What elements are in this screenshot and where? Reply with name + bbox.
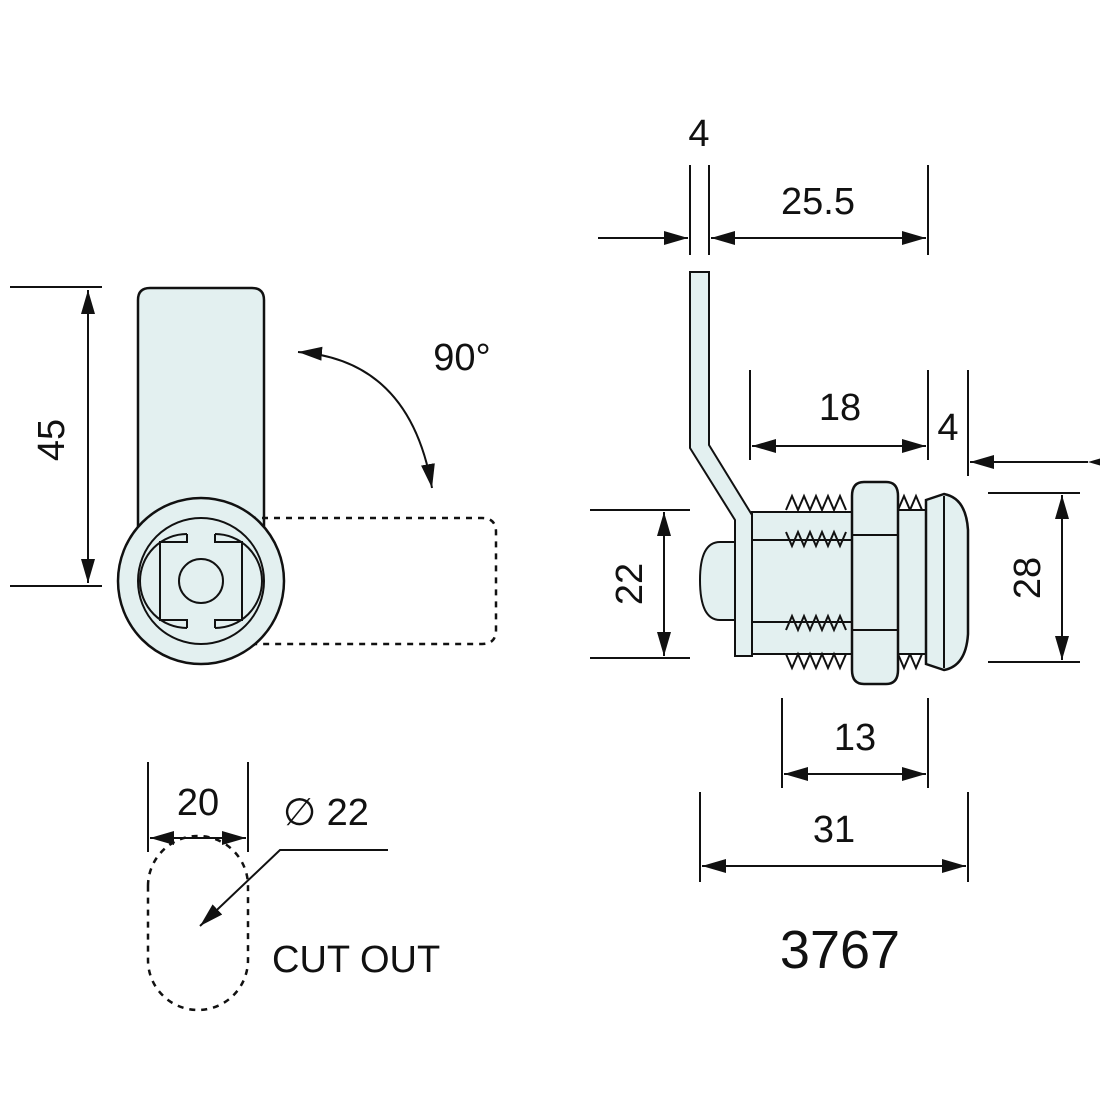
thread-bottom [785, 651, 847, 671]
cutout-view: 20 ∅ 22 CUT OUT [146, 762, 440, 1012]
cam-blade [689, 271, 753, 657]
dim-face-diameter: 28 [1007, 557, 1049, 599]
model-number: 3767 [780, 920, 900, 980]
cam-arm [136, 286, 266, 562]
dim-cam-thickness: 4 [688, 113, 709, 155]
cutout-label: CUT OUT [272, 939, 440, 981]
thread-top [785, 493, 847, 513]
thread-right-body [895, 509, 927, 655]
lock-face-outer [116, 496, 286, 666]
side-view: 4 25.5 18 4 22 28 13 31 3767 [590, 113, 1088, 980]
front-view: 45 90° [10, 286, 498, 666]
dim-overall-length: 31 [813, 809, 855, 851]
keyway-outer-arc [139, 533, 263, 629]
dim-nut-to-face: 13 [834, 717, 876, 759]
dim-body-diameter: 22 [609, 563, 651, 605]
keyway [159, 534, 243, 628]
cutout-leader [199, 849, 388, 927]
lock-face-ring [137, 517, 265, 645]
cutout-shape [146, 834, 250, 1012]
hex-nut [850, 480, 900, 686]
plug-end [698, 541, 736, 621]
cutout-diameter-label: ∅ 22 [283, 792, 369, 834]
dim-cutout-flat: 20 [177, 782, 219, 824]
dim-cam-length: 45 [31, 419, 73, 461]
face-flange [924, 492, 970, 672]
keyhole [178, 558, 224, 604]
dim-face-thickness: 4 [937, 407, 958, 449]
rotation-angle-label: 90° [433, 337, 490, 379]
lock-body [751, 511, 853, 655]
thread-lower-inner [785, 613, 847, 633]
thread-upper-inner [785, 529, 847, 549]
dim-cam-offset: 25.5 [781, 181, 855, 223]
dim-thread-length: 18 [819, 387, 861, 429]
cam-rotated-outline [250, 516, 498, 646]
rotation-arrow [297, 346, 435, 489]
